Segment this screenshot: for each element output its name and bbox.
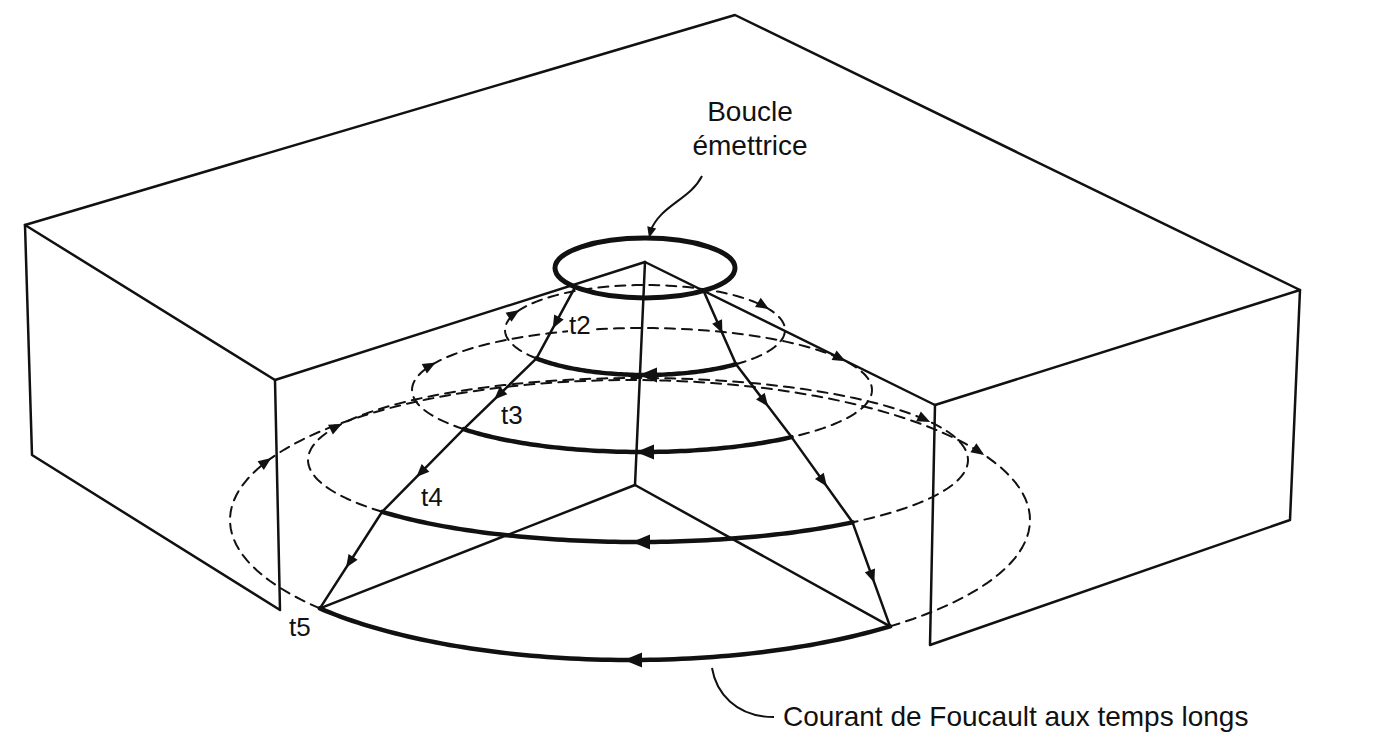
time-label: t3 bbox=[500, 400, 524, 431]
diffusion-arrow bbox=[865, 569, 880, 585]
diffusion-arrow bbox=[413, 464, 430, 481]
block-edge bbox=[645, 262, 935, 405]
transmitter-loop bbox=[555, 238, 735, 298]
eddy-arrow bbox=[632, 535, 650, 550]
leader-line bbox=[712, 668, 774, 717]
eddy-current-front bbox=[464, 429, 792, 452]
eddy-arrow bbox=[422, 358, 439, 374]
eddy-current-dashed bbox=[230, 380, 1030, 626]
diffusion-arrow bbox=[341, 554, 357, 571]
time-label: t2 bbox=[568, 310, 592, 341]
eddy-arrow bbox=[832, 350, 849, 366]
time-label: t5 bbox=[288, 612, 312, 643]
eddy-current-label: Courant de Foucault aux temps longs bbox=[782, 700, 1249, 734]
loop-label: Boucle émettrice bbox=[664, 95, 836, 162]
diffusion-arrow bbox=[548, 314, 564, 331]
eddy-arrow bbox=[639, 368, 657, 383]
diffusion-arrow bbox=[815, 473, 831, 490]
eddy-arrow bbox=[916, 411, 932, 426]
eddy-arrow bbox=[755, 298, 772, 314]
block-edge bbox=[25, 15, 1300, 405]
eddy-arrow bbox=[624, 653, 642, 668]
eddy-current-front bbox=[320, 608, 890, 660]
block-edge bbox=[25, 225, 275, 380]
eddy-current-dashed bbox=[412, 328, 872, 437]
leader-line bbox=[650, 176, 702, 232]
time-label: t4 bbox=[420, 482, 444, 513]
cut-bottom-edge bbox=[320, 485, 635, 608]
eddy-current-front bbox=[536, 358, 736, 375]
diffusion-line bbox=[704, 291, 891, 627]
block-edge bbox=[275, 262, 645, 380]
eddy-arrow bbox=[970, 443, 987, 459]
eddy-arrow bbox=[506, 306, 523, 322]
block-edge bbox=[25, 225, 280, 610]
block-edge bbox=[930, 290, 1300, 645]
eddy-current-dashed bbox=[308, 378, 968, 522]
diffusion-arrow bbox=[756, 393, 772, 410]
leader-arrow bbox=[645, 226, 657, 239]
eddy-arrow bbox=[636, 445, 654, 460]
eddy-arrow bbox=[258, 454, 275, 470]
diffusion-arrow bbox=[712, 319, 727, 335]
eddy-current-front bbox=[382, 512, 852, 542]
diffusion-line bbox=[320, 287, 575, 608]
cut-bottom-edge bbox=[635, 485, 890, 626]
